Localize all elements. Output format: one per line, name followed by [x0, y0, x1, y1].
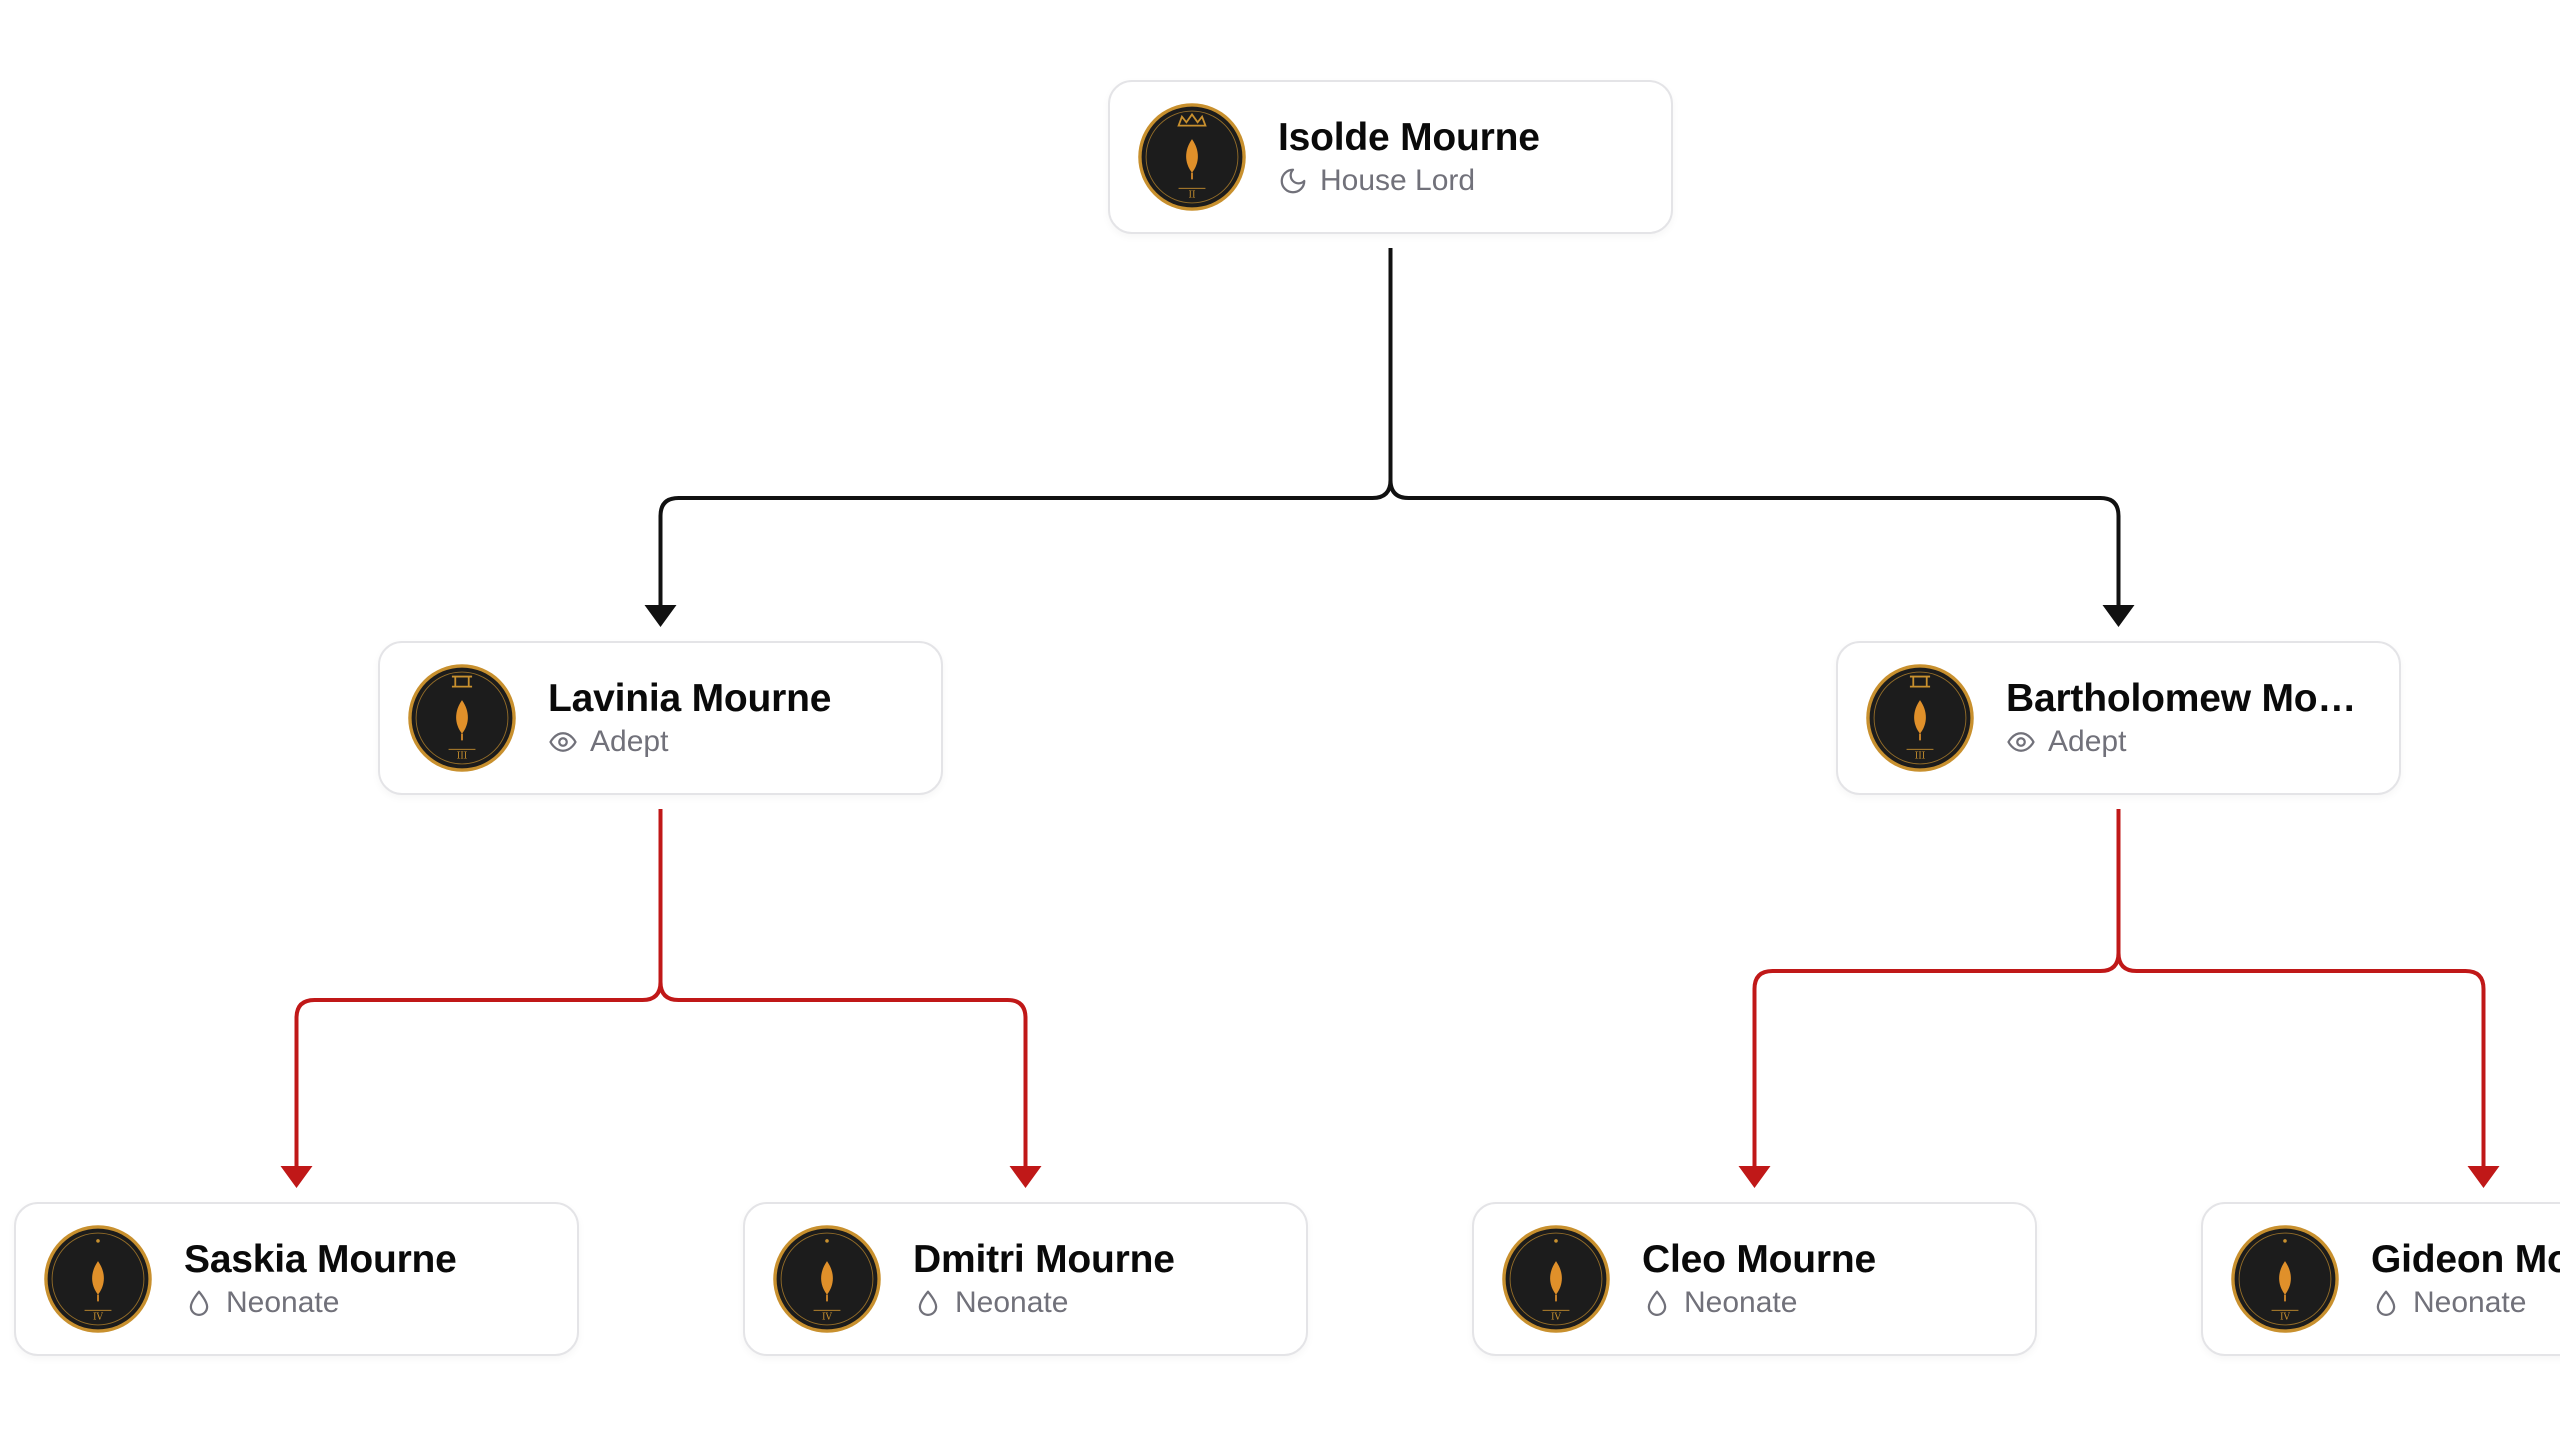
house-emblem-avatar: IV — [2231, 1225, 2339, 1333]
star-icon — [1554, 1239, 1558, 1243]
drop-icon — [2376, 1290, 2396, 1316]
gate-icon — [451, 675, 473, 688]
member-name: Cleo Mourne — [1642, 1238, 1876, 1281]
member-role: Adept — [2006, 724, 2359, 760]
drop-icon — [189, 1290, 209, 1316]
gate-icon — [1909, 675, 1931, 688]
member-role: Neonate — [1642, 1285, 1995, 1321]
connector-bartholomew-cleo — [1752, 809, 2121, 1168]
member-name: Gideon Mourne — [2371, 1238, 2560, 1281]
star-icon — [2283, 1239, 2287, 1243]
house-emblem-avatar: IV — [1502, 1225, 1610, 1333]
svg-text:IV: IV — [93, 1312, 104, 1322]
arrowhead-icon — [2467, 1166, 2500, 1188]
house-emblem-avatar: III — [408, 664, 516, 772]
flame-icon — [821, 1261, 833, 1295]
arrowhead-icon — [1738, 1166, 1771, 1188]
member-name: Bartholomew Mourne — [2006, 677, 2359, 720]
crown-icon — [1177, 112, 1207, 127]
member-role-label: House Lord — [1320, 164, 1476, 197]
svg-text:III: III — [1915, 751, 1926, 761]
member-role: Neonate — [913, 1285, 1266, 1321]
star-icon — [96, 1239, 100, 1243]
flame-icon — [2279, 1261, 2291, 1295]
eye-icon — [2007, 732, 2035, 752]
flame-icon — [1186, 139, 1198, 173]
member-name: Saskia Mourne — [184, 1238, 457, 1281]
svg-text:IV: IV — [2280, 1312, 2291, 1322]
svg-text:IV: IV — [822, 1312, 833, 1322]
member-role-label: Neonate — [955, 1286, 1069, 1319]
member-role: Adept — [548, 724, 901, 760]
svg-text:IV: IV — [1551, 1312, 1562, 1322]
member-role: Neonate — [184, 1285, 537, 1321]
moon-icon — [1280, 168, 1306, 194]
flame-icon — [92, 1261, 104, 1295]
member-role-label: Neonate — [226, 1286, 340, 1319]
connector-lavinia-saskia — [294, 809, 663, 1168]
flame-icon — [1914, 700, 1926, 734]
svg-text:III: III — [457, 751, 468, 761]
member-name: Isolde Mourne — [1278, 116, 1540, 159]
flame-icon — [456, 700, 468, 734]
eye-icon — [549, 732, 577, 752]
house-emblem-avatar: III — [1866, 664, 1974, 772]
arrowhead-icon — [1009, 1166, 1042, 1188]
member-role: Neonate — [2371, 1285, 2560, 1321]
member-role-label: Adept — [590, 725, 669, 758]
connector-isolde-lavinia — [658, 248, 1393, 607]
house-emblem-avatar: IV — [44, 1225, 152, 1333]
drop-icon — [918, 1290, 938, 1316]
svg-text:II: II — [1188, 190, 1196, 200]
connector-isolde-bartholomew — [1388, 248, 2121, 607]
connector-lavinia-dmitri — [658, 809, 1028, 1168]
star-icon — [825, 1239, 829, 1243]
member-name: Dmitri Mourne — [913, 1238, 1175, 1281]
arrowhead-icon — [2102, 605, 2135, 627]
house-emblem-avatar: II — [1138, 103, 1246, 211]
connector-bartholomew-gideon — [2116, 809, 2486, 1168]
member-name: Lavinia Mourne — [548, 677, 832, 720]
member-role-label: Neonate — [2413, 1286, 2527, 1319]
drop-icon — [1647, 1290, 1667, 1316]
member-role-label: Adept — [2048, 725, 2127, 758]
arrowhead-icon — [644, 605, 677, 627]
member-role: House Lord — [1278, 163, 1631, 199]
house-emblem-avatar: IV — [773, 1225, 881, 1333]
arrowhead-icon — [280, 1166, 313, 1188]
member-role-label: Neonate — [1684, 1286, 1798, 1319]
flame-icon — [1550, 1261, 1562, 1295]
